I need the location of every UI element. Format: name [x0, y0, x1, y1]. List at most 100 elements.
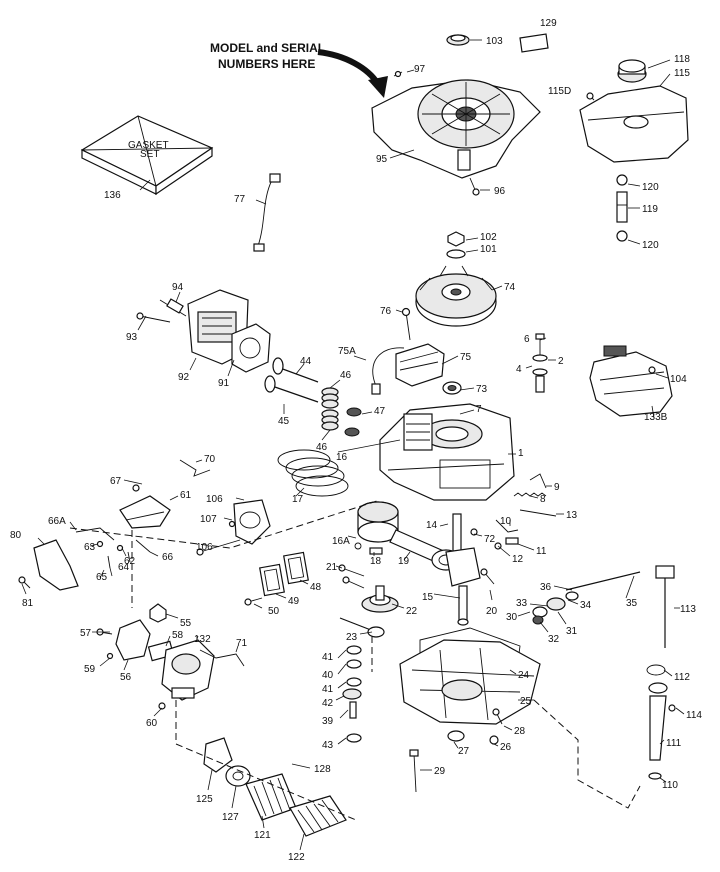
part-label: 115D	[548, 86, 571, 97]
part-125-cover	[203, 737, 233, 773]
part-66A-linkage	[75, 527, 115, 541]
part-label: 17	[292, 494, 304, 505]
part-label: 50	[268, 606, 280, 617]
part-label: 132	[194, 634, 211, 645]
part-16A-clip	[354, 542, 362, 550]
part-129-decal	[519, 33, 549, 53]
part-label: 102	[480, 232, 497, 243]
part-74-flywheel	[415, 265, 497, 327]
part-label: 121	[254, 830, 271, 841]
part-label: 36	[540, 582, 552, 593]
part-46-valve-springs	[321, 387, 339, 431]
part-label: 28	[514, 726, 526, 737]
part-label: 128	[314, 764, 331, 775]
part-label: 14	[426, 520, 438, 531]
part-label: 19	[398, 556, 410, 567]
part-27-seal	[447, 730, 465, 742]
part-label: 120	[642, 182, 659, 193]
part-95-blower-housing	[371, 79, 541, 179]
part-label: 20	[486, 606, 498, 617]
part-23-shaft	[339, 617, 385, 638]
part-47-retainers	[344, 407, 362, 437]
part-label: 80	[10, 530, 22, 541]
part-94-spark-plug	[159, 298, 187, 317]
part-label: 119	[642, 204, 658, 215]
part-106-air-cleaner	[233, 499, 271, 545]
part-label: 94	[172, 282, 184, 293]
part-label: 97	[414, 64, 426, 75]
part-label: 66	[162, 552, 174, 563]
part-67-screw	[132, 484, 140, 492]
part-91-head-gasket	[231, 323, 271, 373]
part-label: 6	[524, 334, 530, 345]
part-59-screw	[106, 652, 114, 660]
part-label: 122	[288, 852, 305, 863]
part-112-oring	[646, 664, 666, 676]
part-107-screw	[228, 520, 236, 528]
part-77-wire	[253, 173, 281, 252]
callout-line-1: MODEL and SERIAL	[210, 41, 325, 55]
part-label: 96	[494, 186, 506, 197]
part-13-rod	[519, 509, 557, 517]
part-label: 127	[222, 812, 239, 823]
part-label: 21	[326, 562, 338, 573]
part-label: 29	[434, 766, 446, 777]
part-label: 62	[124, 556, 136, 567]
part-73-seal	[442, 381, 462, 395]
part-113-dipstick	[655, 565, 675, 648]
part-136-gasket-set: GASKET SET	[80, 115, 214, 196]
part-label: 65	[96, 572, 108, 583]
part-50-screw	[244, 597, 263, 606]
part-label: 25	[520, 696, 532, 707]
part-label: 75A	[338, 346, 356, 357]
part-label: 115	[674, 68, 690, 79]
part-label: 8	[540, 494, 546, 505]
part-81-screw	[18, 576, 31, 589]
part-label: 136	[104, 190, 121, 201]
part-103-cap	[446, 34, 470, 46]
part-133B-muffler	[589, 345, 673, 417]
part-label: 11	[536, 546, 547, 557]
part-115D-screw	[586, 92, 595, 101]
part-122-pre-filter	[289, 795, 347, 837]
part-label: 118	[674, 54, 690, 65]
leader-lines	[21, 39, 685, 851]
part-label: 92	[178, 372, 190, 383]
part-118-fuel-cap	[617, 59, 647, 83]
part-label: 91	[218, 378, 230, 389]
callout-arrow	[317, 49, 381, 86]
part-label: 1	[518, 448, 524, 459]
part-label: 114	[686, 710, 702, 721]
part-label: 60	[146, 718, 158, 729]
part-119-fuel-line	[616, 174, 628, 242]
part-35-rod	[565, 571, 641, 591]
part-label: 16A	[332, 536, 350, 547]
part-111-dipstick-tube	[648, 682, 668, 780]
part-label: 106	[196, 542, 213, 553]
part-15-crankshaft	[445, 513, 481, 626]
part-102-nut	[447, 231, 465, 247]
part-label: 49	[288, 596, 300, 607]
part-label: 110	[662, 780, 678, 791]
part-21-bolts	[338, 564, 365, 589]
part-28-screw	[492, 708, 503, 725]
part-9-link	[529, 473, 547, 489]
part-63-62-66-parts	[96, 539, 151, 553]
model-serial-callout: MODEL and SERIAL NUMBERS HERE	[210, 41, 388, 98]
part-label: 30	[506, 612, 518, 623]
part-76-screw	[401, 307, 411, 341]
part-label: 12	[512, 554, 524, 565]
part-label: 74	[504, 282, 516, 293]
part-label: 67	[110, 476, 122, 487]
part-label: 56	[120, 672, 132, 683]
part-label: 111	[666, 738, 682, 749]
part-64-65-screws	[107, 551, 131, 569]
part-label: 41	[322, 652, 334, 663]
part-6-2-4-governor	[532, 333, 548, 393]
part-label: 64	[118, 562, 130, 573]
part-label: 113	[680, 604, 696, 615]
part-20-bolt	[480, 568, 495, 585]
part-114-screw	[668, 704, 676, 712]
part-18-piston-pin	[369, 547, 383, 555]
part-label: 93	[126, 332, 138, 343]
